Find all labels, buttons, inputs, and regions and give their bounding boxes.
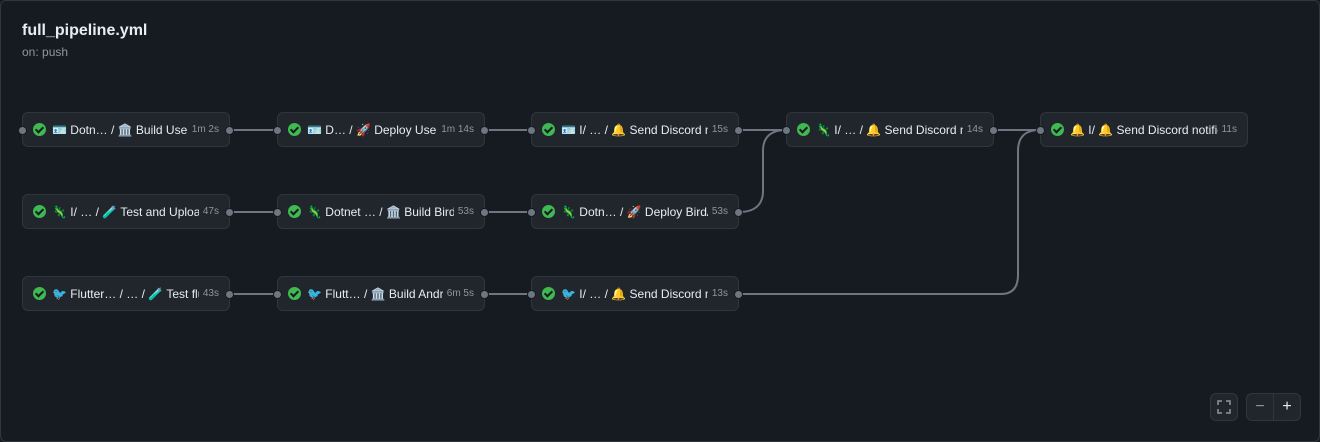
job-card[interactable]: 🦎 I/ … / 🧪 Test and Upload… 47s (22, 194, 234, 229)
job-card[interactable]: 🦎 Dotn… / 🚀 Deploy BirdApi 53s (527, 194, 743, 229)
success-check-icon (542, 205, 555, 218)
job-duration: 43s (202, 288, 219, 299)
job-card[interactable]: 🪪 D… / 🚀 Deploy UserApi 1m 14s (273, 112, 489, 147)
output-port (734, 290, 743, 299)
job-card[interactable]: 🐦 I/ … / 🔔 Send Discord n… 13s (527, 276, 743, 311)
success-check-icon (288, 123, 301, 136)
input-port (1036, 126, 1045, 135)
job-duration: 14s (966, 124, 983, 135)
input-port (527, 290, 536, 299)
output-port (480, 208, 489, 217)
job-duration: 15s (711, 124, 728, 135)
job-duration: 6m 5s (446, 288, 474, 299)
job-duration: 13s (711, 288, 728, 299)
success-check-icon (33, 123, 46, 136)
edge-j8-j4 (739, 129, 787, 213)
input-port (273, 208, 282, 217)
input-port (782, 126, 791, 135)
job-duration: 47s (202, 206, 219, 217)
job-duration: 1m 14s (441, 124, 474, 135)
job-name: 🦎 Dotn… / 🚀 Deploy BirdApi (561, 204, 708, 219)
success-check-icon (33, 287, 46, 300)
job-name: 🦎 Dotnet … / 🏛️ Build BirdApi (307, 204, 454, 219)
fullscreen-button[interactable] (1210, 393, 1238, 421)
success-check-icon (1051, 123, 1064, 136)
job-name: 🐦 Flutter… / … / 🧪 Test flutter (52, 286, 199, 301)
job-name: 🐦 Flutt… / 🏛️ Build Android (307, 286, 443, 301)
output-port (225, 208, 234, 217)
input-port (273, 290, 282, 299)
job-name: 🐦 I/ … / 🔔 Send Discord n… (561, 286, 708, 301)
output-port (989, 126, 998, 135)
success-check-icon (288, 205, 301, 218)
job-card[interactable]: 🔔 I/ 🔔 Send Discord notific… 11s (1036, 112, 1248, 147)
job-name: 🪪 Dotn… / 🏛️ Build UserApi (52, 122, 188, 137)
job-duration: 1m 2s (191, 124, 219, 135)
edge-j11-j5 (740, 129, 1041, 295)
output-port (225, 126, 234, 135)
output-port (225, 290, 234, 299)
job-name: 🦎 I/ … / 🔔 Send Discord n… (816, 122, 963, 137)
job-duration: 11s (1221, 124, 1237, 135)
job-card[interactable]: 🐦 Flutter… / … / 🧪 Test flutter 43s (22, 276, 234, 311)
job-duration: 53s (711, 206, 728, 217)
success-check-icon (33, 205, 46, 218)
job-card[interactable]: 🦎 I/ … / 🔔 Send Discord n… 14s (782, 112, 998, 147)
output-port (480, 290, 489, 299)
job-card[interactable]: 🦎 Dotnet … / 🏛️ Build BirdApi 53s (273, 194, 489, 229)
job-name: 🪪 I/ … / 🔔 Send Discord n… (561, 122, 708, 137)
output-port (734, 126, 743, 135)
zoom-in-button[interactable]: + (1273, 393, 1301, 421)
job-card[interactable]: 🪪 Dotn… / 🏛️ Build UserApi 1m 2s (18, 112, 234, 147)
fullscreen-icon (1217, 400, 1231, 414)
success-check-icon (542, 287, 555, 300)
job-duration: 53s (457, 206, 474, 217)
workflow-title[interactable]: full_pipeline.yml (22, 22, 148, 39)
job-name: 🦎 I/ … / 🧪 Test and Upload… (52, 204, 199, 219)
job-name: 🔔 I/ 🔔 Send Discord notific… (1070, 122, 1218, 137)
input-port (273, 126, 282, 135)
success-check-icon (797, 123, 810, 136)
output-port (734, 208, 743, 217)
success-check-icon (542, 123, 555, 136)
input-port (527, 126, 536, 135)
output-port (480, 126, 489, 135)
success-check-icon (288, 287, 301, 300)
input-port (18, 126, 27, 135)
input-port (527, 208, 536, 217)
job-name: 🪪 D… / 🚀 Deploy UserApi (307, 122, 437, 137)
job-card[interactable]: 🪪 I/ … / 🔔 Send Discord n… 15s (527, 112, 743, 147)
zoom-out-button[interactable]: − (1246, 393, 1274, 421)
workflow-trigger: on: push (22, 45, 69, 59)
job-card[interactable]: 🐦 Flutt… / 🏛️ Build Android 6m 5s (273, 276, 489, 311)
